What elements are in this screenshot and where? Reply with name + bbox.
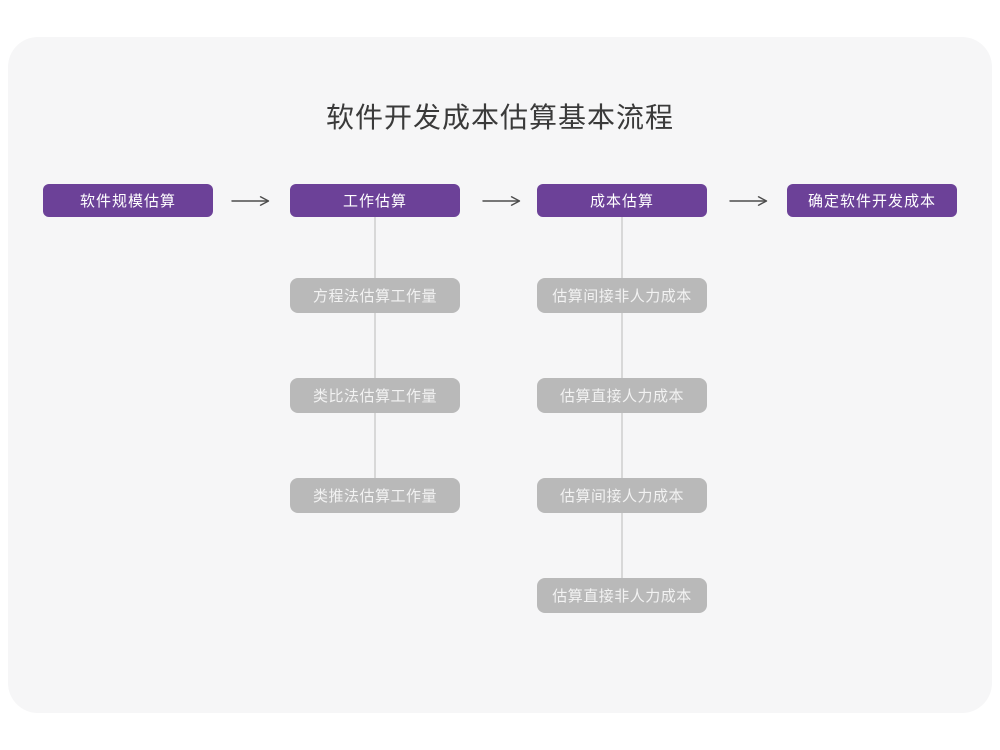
right-arrow-icon bbox=[729, 195, 769, 207]
diagram-title: 软件开发成本估算基本流程 bbox=[325, 102, 674, 133]
sub-step-indirect-nonlabor-cost: 估算间接非人力成本 bbox=[537, 278, 707, 313]
right-arrow-icon bbox=[482, 195, 522, 207]
right-arrow-icon bbox=[231, 195, 271, 207]
flow-step-determine-development-cost: 确定软件开发成本 bbox=[787, 184, 957, 217]
flow-step-label: 成本估算 bbox=[589, 193, 654, 210]
sub-step-label: 估算间接人力成本 bbox=[559, 488, 684, 505]
flow-step-work-estimation: 工作估算 bbox=[290, 184, 460, 217]
flow-step-software-scale-estimation: 软件规模估算 bbox=[43, 184, 213, 217]
flow-step-cost-estimation: 成本估算 bbox=[537, 184, 707, 217]
sub-step-label: 估算间接非人力成本 bbox=[552, 288, 692, 305]
flow-step-label: 确定软件开发成本 bbox=[807, 193, 936, 210]
flow-step-label: 软件规模估算 bbox=[79, 193, 176, 210]
sub-step-analogy-method: 类比法估算工作量 bbox=[290, 378, 460, 413]
sub-step-equation-method: 方程法估算工作量 bbox=[290, 278, 460, 313]
sub-step-label: 方程法估算工作量 bbox=[312, 288, 437, 305]
sub-step-label: 估算直接非人力成本 bbox=[552, 588, 692, 605]
sub-step-extrapolation-method: 类推法估算工作量 bbox=[290, 478, 460, 513]
sub-step-label: 估算直接人力成本 bbox=[559, 388, 684, 405]
sub-step-direct-labor-cost: 估算直接人力成本 bbox=[537, 378, 707, 413]
flow-step-label: 工作估算 bbox=[342, 193, 407, 210]
diagram-card bbox=[8, 37, 992, 713]
sub-step-label: 类推法估算工作量 bbox=[312, 488, 437, 505]
sub-step-direct-nonlabor-cost: 估算直接非人力成本 bbox=[537, 578, 707, 613]
sub-step-label: 类比法估算工作量 bbox=[312, 388, 437, 405]
sub-step-indirect-labor-cost: 估算间接人力成本 bbox=[537, 478, 707, 513]
connector-line-work-estimation bbox=[374, 217, 376, 497]
